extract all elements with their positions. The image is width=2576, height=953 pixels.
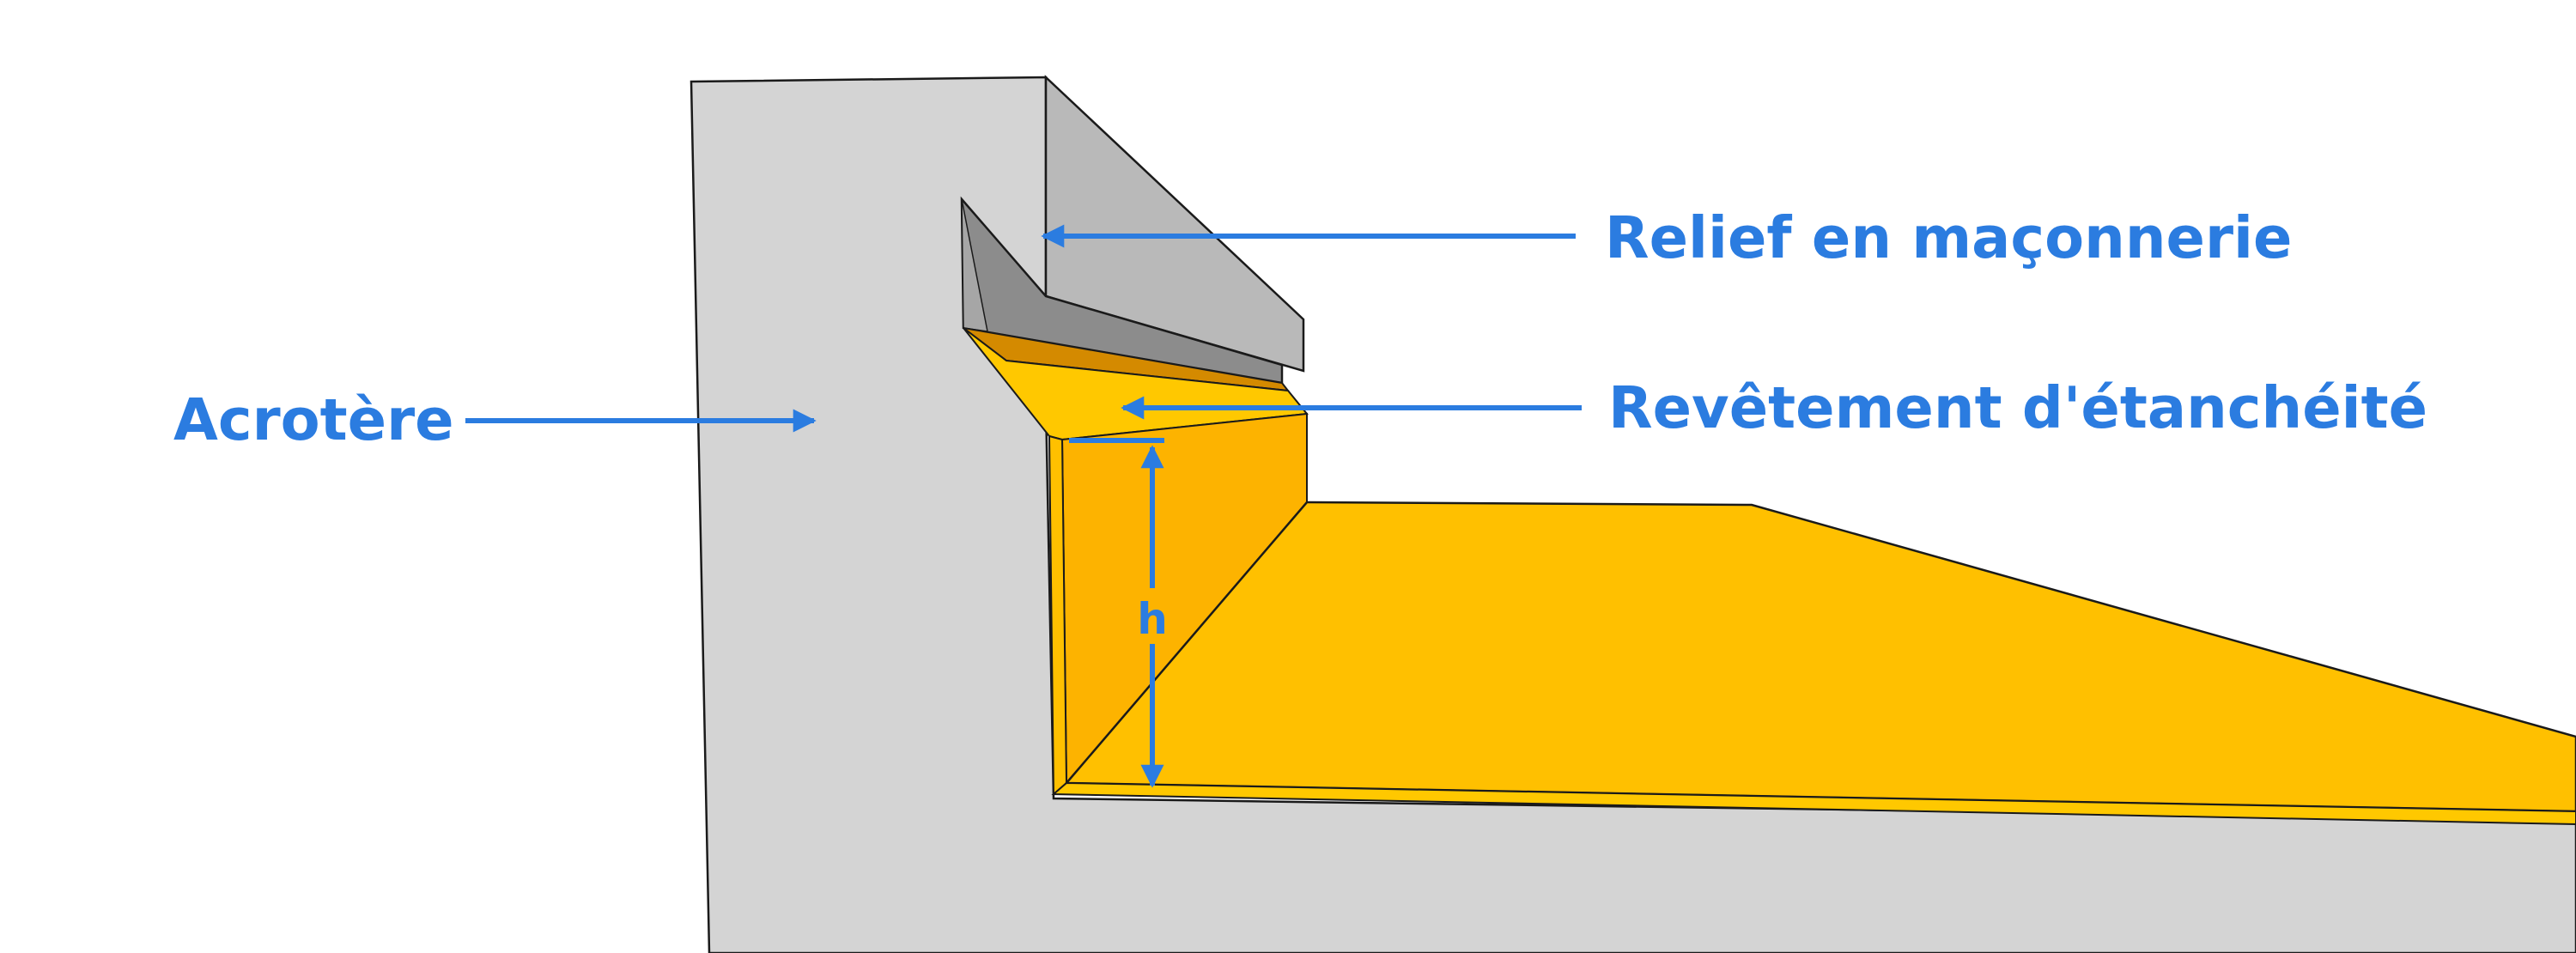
height-label: h — [1137, 594, 1168, 644]
masonry-relief-label: Relief en maçonnerie — [1605, 204, 2292, 271]
membrane-roof-edge — [1051, 781, 2576, 826]
waterproofing-label: Revêtement d'étanchéité — [1608, 374, 2427, 441]
membrane-roof-surface — [1064, 501, 2576, 813]
parapet-label: Acrotère — [173, 386, 454, 453]
